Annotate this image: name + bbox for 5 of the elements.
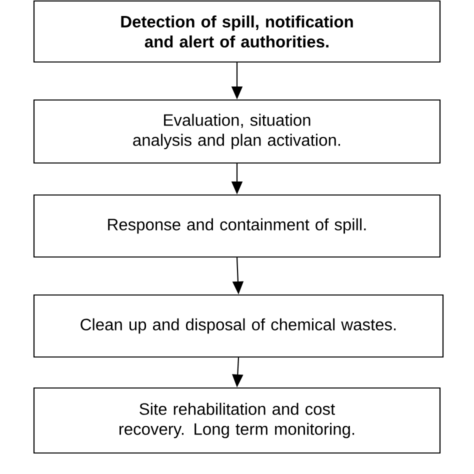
process-box: Evaluation, situation analysis and plan activation. [33,99,441,164]
process-box: Clean up and disposal of chemical wastes. [33,294,444,358]
process-box: Detection of spill, notification and alert of authorities. [33,0,441,63]
process-box: Site rehabilitation and cost recovery. Long term monitoring. [33,387,441,454]
process-box: Response and containment of spill. [33,194,441,258]
